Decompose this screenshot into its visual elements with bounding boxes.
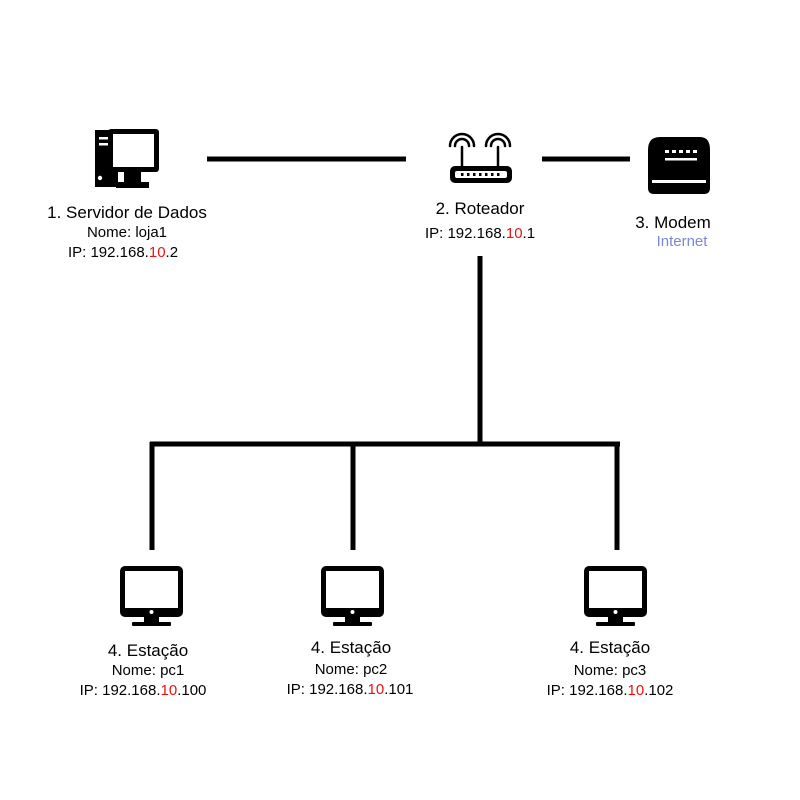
- ip-subnet-highlight: 10: [148, 244, 166, 261]
- station-title: 4. Estação: [310, 638, 392, 657]
- ip-subnet-highlight: 10: [160, 682, 178, 699]
- modem-title: 3. Modem: [635, 213, 711, 232]
- station-ip: IP: 192.168.10.102: [546, 682, 674, 699]
- server-name: Nome: loja1: [86, 224, 168, 241]
- ip-subnet-highlight: 10: [627, 682, 645, 699]
- ip-subnet-highlight: 10: [367, 681, 385, 698]
- server-ip: IP: 192.168.10.2: [67, 244, 179, 261]
- ip-subnet-highlight: 10: [505, 225, 523, 242]
- desktop-tower-icon: [95, 129, 159, 188]
- station-ip: IP: 192.168.10.100: [79, 682, 207, 699]
- station-name: Nome: pc3: [573, 662, 647, 679]
- station-name: Nome: pc1: [111, 662, 185, 679]
- station-name: Nome: pc2: [314, 661, 388, 678]
- wifi-router-icon: [448, 132, 512, 183]
- modem-icon: [648, 137, 710, 194]
- internet-link[interactable]: Internet: [656, 233, 708, 250]
- router-ip: IP: 192.168.10.1: [424, 225, 536, 242]
- monitor-icon: [584, 566, 647, 626]
- router-title: 2. Roteador: [435, 199, 525, 218]
- station-title: 4. Estação: [569, 638, 651, 657]
- station-title: 4. Estação: [107, 641, 189, 660]
- station-ip: IP: 192.168.10.101: [286, 681, 414, 698]
- monitor-icon: [120, 566, 183, 626]
- monitor-icon: [321, 566, 384, 626]
- server-title: 1. Servidor de Dados: [47, 203, 207, 222]
